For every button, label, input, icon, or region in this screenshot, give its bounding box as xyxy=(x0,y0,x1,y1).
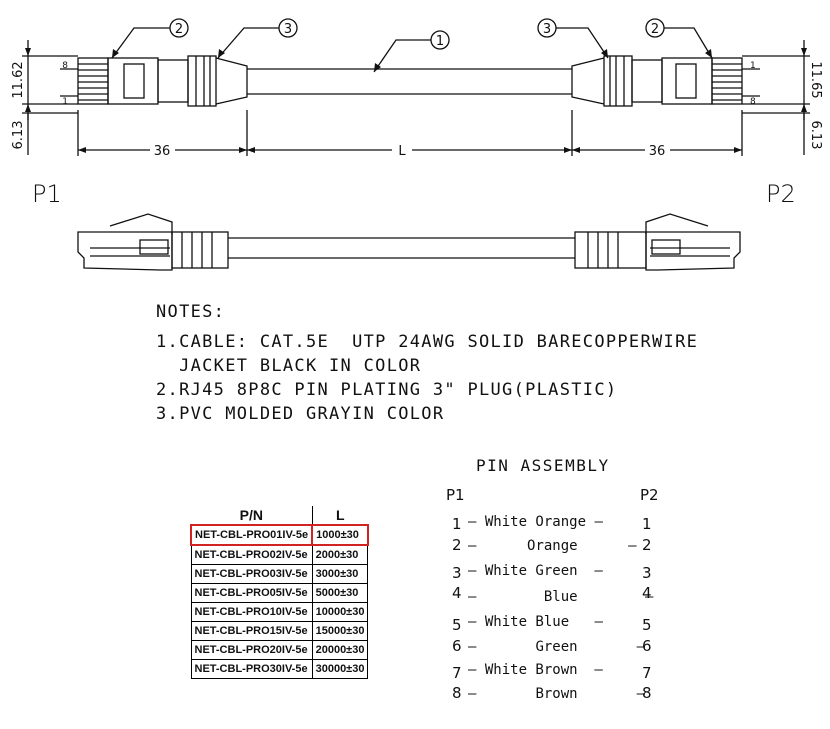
pin-color-label: Green xyxy=(535,639,578,655)
pn-header: P/N xyxy=(191,506,313,526)
pin-p1-number: 2 xyxy=(452,536,462,554)
pn-cell: NET-CBL-PRO05IV-5e xyxy=(190,583,313,603)
right-height-dim: 11.65 xyxy=(808,61,823,98)
part-number-table: P/N L NET-CBL-PRO01IV-5e 1000±30 NET-CBL… xyxy=(189,506,369,679)
length-cell: 1000±30 xyxy=(311,524,369,546)
pin-p2-header: P2 xyxy=(640,486,659,504)
pin-p1-number: 6 xyxy=(452,637,462,655)
pn-cell: NET-CBL-PRO15IV-5e xyxy=(190,621,313,641)
right-offset-dim: 6.13 xyxy=(808,121,823,150)
end-label-p2: P2 xyxy=(766,180,796,208)
left-plug-side xyxy=(77,213,229,271)
pin-p1-header: P1 xyxy=(446,486,465,504)
right-pin-top: 1 xyxy=(750,61,756,71)
pin-p2-number: 7 xyxy=(642,664,652,682)
pin-color-label: White Blue xyxy=(484,614,570,630)
pin-wire-color: — Orange — xyxy=(468,538,637,554)
left-plug-top xyxy=(77,55,248,107)
cable-length-dim: L xyxy=(398,144,406,159)
callout-2-left-leader xyxy=(111,27,170,59)
note-line: JACKET BLACK IN COLOR xyxy=(156,356,422,376)
pn-cell: NET-CBL-PRO10IV-5e xyxy=(190,602,313,622)
left-pin-top: 8 xyxy=(62,61,68,71)
pn-cell: NET-CBL-PRO03IV-5e xyxy=(190,564,313,584)
pin-p2-number: 4 xyxy=(642,584,652,602)
length-cell: 5000±30 xyxy=(311,583,369,603)
callout-2-right-leader xyxy=(664,27,713,59)
callout-2-right-label: 2 xyxy=(651,22,659,37)
right-pin-bottom: 8 xyxy=(750,97,756,107)
callout-3-right-leader xyxy=(556,27,609,59)
callout-3-left-label: 3 xyxy=(284,22,292,37)
pin-color-label: Brown xyxy=(535,686,578,702)
pn-cell: NET-CBL-PRO20IV-5e xyxy=(190,640,313,660)
length-header: L xyxy=(312,506,368,526)
pin-wire-color: — Blue — xyxy=(468,589,654,605)
pin-p2-number: 5 xyxy=(642,616,652,634)
right-plug-top xyxy=(571,55,743,107)
left-height-dim: 11.62 xyxy=(11,61,26,98)
pin-wire-color: — White Green — xyxy=(468,563,603,579)
table-row-highlighted: NET-CBL-PRO01IV-5e 1000±30 xyxy=(189,524,369,546)
callout-1-leader xyxy=(373,39,431,73)
left-plug-length-dim: 36 xyxy=(154,144,171,159)
note-line: 1.CABLE: CAT.5E UTP 24AWG SOLID BARECOPP… xyxy=(156,332,699,352)
pin-wire-color: — White Blue — xyxy=(468,614,603,630)
pn-cell: NET-CBL-PRO02IV-5e xyxy=(190,544,313,565)
callout-3-left-leader xyxy=(217,27,279,59)
pin-wire-color: — White Orange — xyxy=(468,514,603,530)
pin-p1-number: 3 xyxy=(452,564,462,582)
note-line: 3.PVC MOLDED GRAYIN COLOR xyxy=(156,404,445,424)
left-pin-bottom: 1 xyxy=(62,97,68,107)
callout-2-left-label: 2 xyxy=(175,22,183,37)
notes-heading: NOTES: xyxy=(156,302,226,322)
pin-color-label: Blue xyxy=(543,589,578,605)
note-line: 2.RJ45 8P8C PIN PLATING 3" PLUG(PLASTIC) xyxy=(156,380,618,400)
pin-color-label: White Brown xyxy=(484,662,578,678)
pin-color-label: Orange xyxy=(527,538,578,554)
pin-color-label: White Orange xyxy=(484,514,587,530)
length-cell: 20000±30 xyxy=(311,640,369,660)
pin-p1-number: 5 xyxy=(452,616,462,634)
right-plug-length-dim: 36 xyxy=(649,144,666,159)
pn-cell: NET-CBL-PRO01IV-5e xyxy=(189,524,314,546)
length-cell: 15000±30 xyxy=(311,621,369,641)
pin-p1-number: 1 xyxy=(452,515,462,533)
pin-p1-number: 7 xyxy=(452,664,462,682)
length-cell: 10000±30 xyxy=(311,602,369,622)
length-cell: 30000±30 xyxy=(311,659,369,679)
callout-1-label: 1 xyxy=(436,34,444,49)
pin-wire-color: — White Brown — xyxy=(468,662,603,678)
length-cell: 3000±30 xyxy=(311,564,369,584)
right-plug-side xyxy=(574,213,741,271)
pin-p2-number: 1 xyxy=(642,515,652,533)
pin-p2-number: 2 xyxy=(642,536,652,554)
pin-p2-number: 3 xyxy=(642,564,652,582)
pin-p1-number: 4 xyxy=(452,584,462,602)
notes-block: NOTES: 1.CABLE: CAT.5E UTP 24AWG SOLID B… xyxy=(156,300,698,426)
length-cell: 2000±30 xyxy=(311,544,369,565)
pin-p1-number: 8 xyxy=(452,684,462,702)
pn-cell: NET-CBL-PRO30IV-5e xyxy=(190,659,313,679)
pin-wire-color: — Brown — xyxy=(468,686,646,702)
pin-assembly-title: PIN ASSEMBLY xyxy=(476,456,610,475)
pin-p2-number: 8 xyxy=(642,684,652,702)
callout-3-right-label: 3 xyxy=(543,22,551,37)
pin-p2-number: 6 xyxy=(642,637,652,655)
pin-color-label: White Green xyxy=(484,563,578,579)
left-offset-dim: 6.13 xyxy=(11,121,26,150)
end-label-p1: P1 xyxy=(32,180,62,208)
pin-wire-color: — Green — xyxy=(468,639,646,655)
